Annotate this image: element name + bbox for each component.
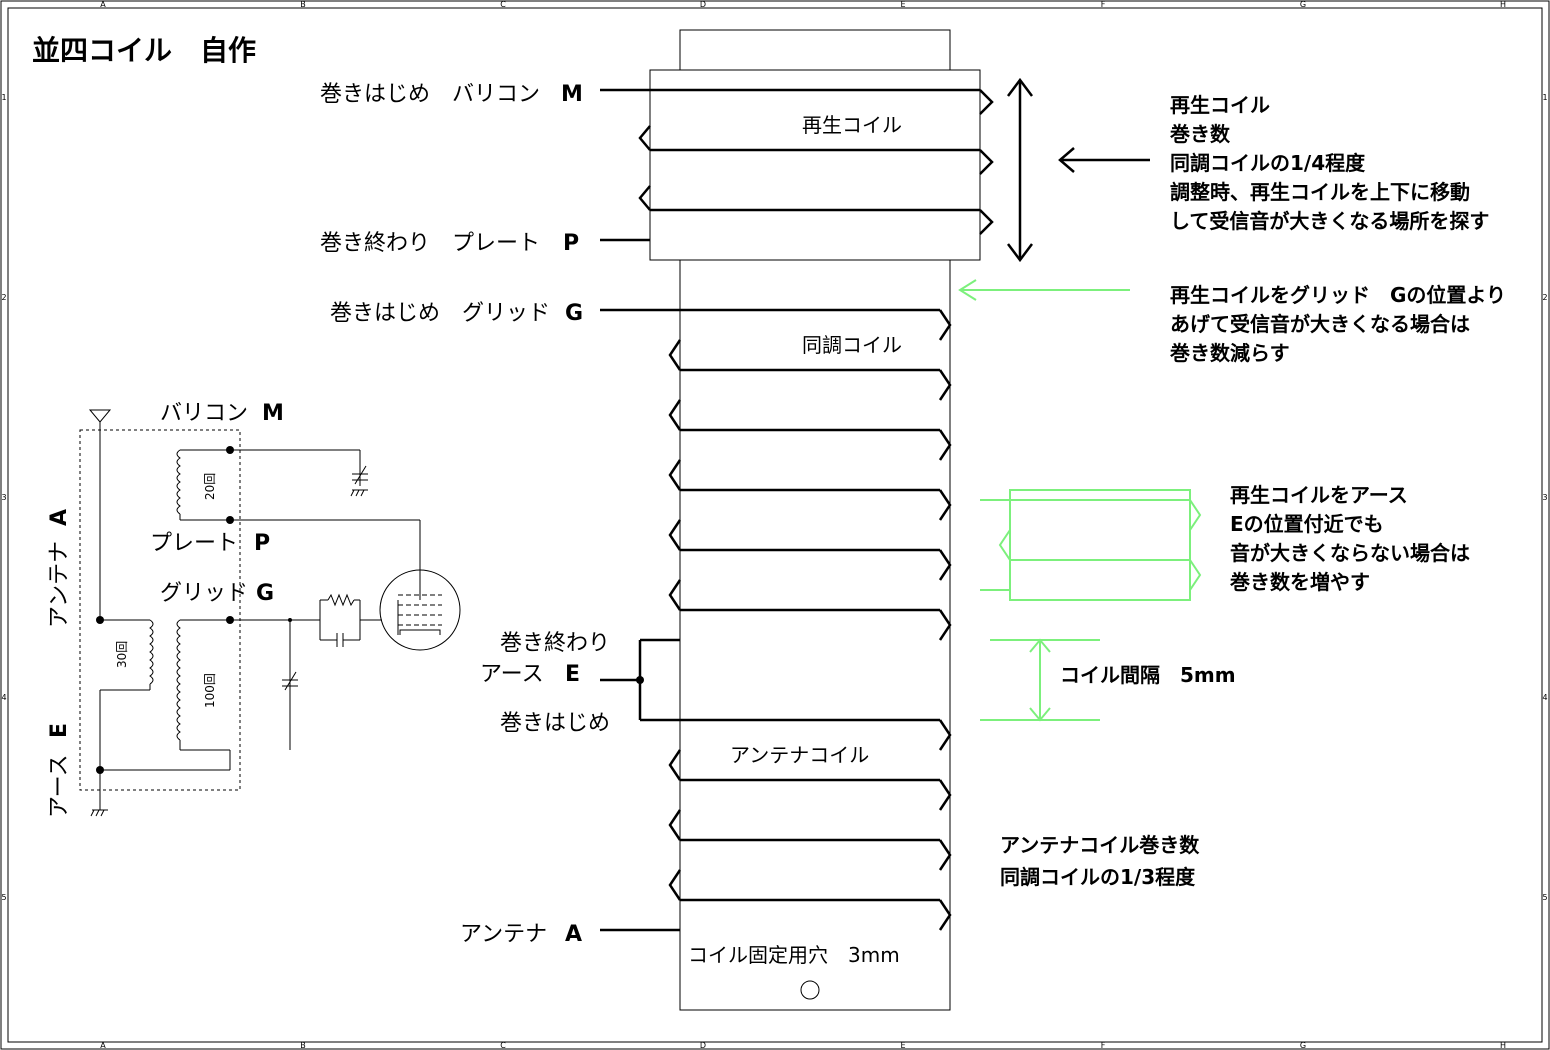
antenna-coil-label: アンテナコイル [730, 743, 869, 767]
regen-coil-symbol [176, 449, 181, 515]
ref-bottom-g: G [1300, 1041, 1306, 1050]
page-title: 並四コイル 自作 [32, 34, 256, 67]
reduce-note-line-1: 再生コイルをグリッド Gの位置より [1170, 283, 1506, 307]
ref-right-2: 2 [1542, 293, 1547, 302]
sch-turns-ant: 30回 [115, 641, 129, 668]
ref-left-5: 5 [1, 893, 6, 902]
ref-bottom-h: H [1500, 1041, 1506, 1050]
increase-note-line-4: 巻き数を増やす [1229, 570, 1370, 594]
reduce-note-line-3: 巻き数減らす [1169, 341, 1290, 365]
regen-start-symbol: M [561, 82, 583, 107]
antenna-coil-windings [600, 719, 952, 932]
sch-turns-regen: 20回 [203, 473, 217, 500]
regen-note-line-4: 調整時、再生コイルを上下に移動 [1170, 180, 1470, 204]
sch-plate-label: プレート [150, 531, 238, 556]
ref-right-3: 3 [1542, 493, 1547, 502]
regen-move-arrow [1007, 77, 1033, 263]
regen-coil-sleeve [649, 69, 981, 261]
sch-grid-label: グリッド [160, 581, 248, 606]
spacing-dimension [980, 638, 1100, 722]
regen-note-line-1: 再生コイル [1170, 93, 1270, 117]
tuning-coil-symbol [176, 619, 181, 741]
earth-symbol: E [565, 662, 580, 687]
increase-notes: 再生コイルをアース Eの位置付近でも 音が大きくならない場合は 巻き数を増やす [1229, 483, 1470, 594]
increase-note-line-1: 再生コイルをアース [1230, 483, 1408, 507]
antenna-coil-symbol [149, 619, 154, 685]
ref-left-2: 2 [1, 293, 6, 302]
schematic [79, 409, 461, 817]
ref-top-e: E [900, 0, 905, 9]
ref-top-h: H [1500, 0, 1506, 9]
antenna-notes: アンテナコイル巻き数 同調コイルの1/3程度 [1000, 833, 1200, 889]
regen-coil-label: 再生コイル [802, 113, 902, 137]
regen-note-line-2: 巻き数 [1169, 122, 1231, 146]
earth-label: アース [480, 662, 544, 687]
sch-earth-label: アース [47, 754, 72, 818]
sch-vc-symbol: M [262, 401, 284, 426]
ref-bottom-f: F [1101, 1041, 1106, 1050]
spacing-label: コイル間隔 5mm [1060, 663, 1236, 687]
ref-bottom-b: B [300, 1041, 306, 1050]
tune-start-label: 巻きはじめ グリッド [330, 301, 550, 326]
tune-end-label: 巻き終わり [500, 631, 610, 656]
increase-illustration [980, 489, 1202, 601]
antenna-symbol: A [565, 922, 582, 947]
sch-vc-label: バリコン [160, 401, 248, 426]
sch-antenna-symbol: A [47, 509, 72, 526]
regen-start-label: 巻きはじめ バリコン [320, 82, 540, 107]
ref-top-a: A [100, 0, 106, 9]
ref-right-1: 1 [1542, 93, 1547, 102]
regen-end-symbol: P [563, 231, 579, 256]
regen-coil-windings [600, 88, 994, 242]
vacuum-tube-icon [379, 569, 461, 651]
sch-turns-tune: 100回 [203, 673, 217, 708]
ref-bottom-d: D [700, 1041, 706, 1050]
regen-note-arrow [1058, 147, 1150, 173]
ref-bottom-c: C [500, 1041, 506, 1050]
ref-bottom-e: E [900, 1041, 905, 1050]
sch-antenna-label: アンテナ [47, 541, 72, 628]
increase-note-line-3: 音が大きくならない場合は [1230, 541, 1470, 565]
regen-note-line-5: して受信音が大きくなる場所を探す [1170, 209, 1489, 233]
sch-grid-symbol: G [256, 581, 274, 606]
ref-left-1: 1 [1, 93, 6, 102]
antenna-symbol-icon [88, 409, 112, 423]
reduce-note-line-2: あげて受信音が大きくなる場合は [1170, 312, 1470, 336]
ref-right-4: 4 [1542, 693, 1547, 702]
ref-top-c: C [500, 0, 506, 9]
tuning-coil-windings [600, 308, 952, 722]
antenna-label: アンテナ [460, 922, 547, 947]
tuning-coil-label: 同調コイル [802, 333, 902, 357]
ref-top-b: B [300, 0, 306, 9]
ref-left-4: 4 [1, 693, 6, 702]
grid-leak-resistor-icon [327, 593, 355, 607]
reduce-note-arrow [958, 279, 1130, 301]
sch-plate-symbol: P [254, 531, 270, 556]
schematic-labels: バリコン M プレート P グリッド G アンテナ A アース E 20回 30… [47, 401, 284, 818]
ref-right-5: 5 [1542, 893, 1547, 902]
ref-top-d: D [700, 0, 706, 9]
coil-lead-labels: 巻きはじめ バリコン M 巻き終わり プレート P 巻きはじめ グリッド G 巻… [320, 82, 610, 947]
mount-hole [800, 980, 820, 1000]
ref-top-f: F [1101, 0, 1106, 9]
tune-start-symbol: G [565, 301, 583, 326]
antenna-note-line-2: 同調コイルの1/3程度 [1000, 865, 1196, 889]
increase-note-line-2: Eの位置付近でも [1230, 512, 1384, 536]
regen-note-line-3: 同調コイルの1/4程度 [1170, 151, 1366, 175]
coil-unit-box [79, 429, 241, 791]
sch-earth-symbol: E [47, 723, 72, 738]
ref-top-g: G [1300, 0, 1306, 9]
mount-hole-label: コイル固定用穴 3mm [688, 943, 900, 967]
antenna-note-line-1: アンテナコイル巻き数 [1000, 833, 1200, 857]
regen-notes: 再生コイル 巻き数 同調コイルの1/4程度 調整時、再生コイルを上下に移動 して… [1169, 93, 1489, 233]
ant-start-label: 巻きはじめ [500, 711, 610, 736]
ref-bottom-a: A [100, 1041, 106, 1050]
regen-end-label: 巻き終わり プレート [320, 231, 540, 256]
inner-border [7, 7, 1543, 1043]
ref-left-3: 3 [1, 493, 6, 502]
reduce-notes: 再生コイルをグリッド Gの位置より あげて受信音が大きくなる場合は 巻き数減らす [1169, 283, 1506, 365]
